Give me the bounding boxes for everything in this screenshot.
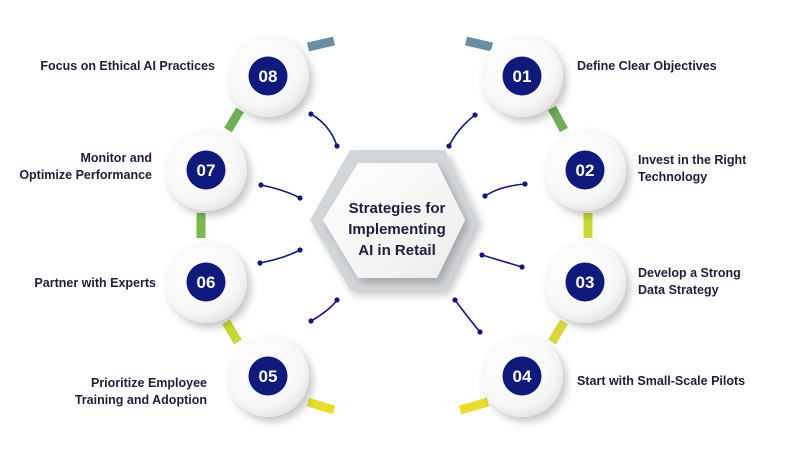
step-label-08: Focus on Ethical AI Practices	[40, 59, 215, 73]
step-circle: 06	[165, 241, 247, 323]
step-number-badge	[565, 262, 605, 302]
step-label-03: Develop a Strong	[638, 266, 741, 280]
link-line	[481, 254, 523, 268]
step-label-05: Training and Adoption	[75, 393, 207, 407]
link-line	[454, 299, 481, 333]
step-label-06: Partner with Experts	[34, 276, 156, 290]
step-number-badge	[186, 150, 226, 190]
step-label-01: Define Clear Objectives	[577, 59, 717, 73]
connector-bar	[548, 105, 568, 133]
center-hexagon: Strategies for Implementing AI in Retail	[310, 150, 478, 290]
step-circle: 05	[227, 335, 309, 417]
step-circle: 04	[481, 335, 563, 417]
step-circle: 01	[481, 35, 563, 117]
center-title-line: Strategies for	[349, 200, 446, 217]
step-circle: 07	[165, 129, 247, 211]
step-number-badge	[565, 150, 605, 190]
connector-bar	[458, 397, 490, 415]
step-number: 05	[259, 367, 278, 386]
step-label-07: Optimize Performance	[19, 168, 152, 182]
step-circle: 03	[544, 241, 626, 323]
step-number: 03	[576, 273, 595, 292]
step-circle: 02	[544, 129, 626, 211]
step-circle: 08	[227, 35, 309, 117]
connector-bar	[306, 36, 336, 52]
link-line	[448, 114, 476, 147]
link-line	[310, 113, 338, 147]
step-label-02: Invest in the Right	[638, 153, 747, 167]
step-number-badge	[502, 56, 542, 96]
step-label-05: Prioritize Employee	[91, 376, 207, 390]
link-line	[260, 184, 301, 199]
step-number: 06	[197, 273, 216, 292]
step-number: 07	[197, 161, 216, 180]
link-line	[310, 299, 338, 322]
connector-bar	[548, 319, 568, 345]
connector-bar	[224, 107, 244, 133]
connector-bar	[222, 319, 242, 345]
step-number: 04	[513, 367, 532, 386]
step-label-03: Data Strategy	[638, 283, 719, 297]
step-number: 01	[513, 67, 532, 86]
step-number: 08	[259, 67, 278, 86]
connector-bar	[306, 397, 336, 415]
connector-bars	[196, 36, 593, 415]
connector-bar	[464, 36, 494, 52]
step-number-badge	[502, 356, 542, 396]
step-label-04: Start with Small-Scale Pilots	[577, 374, 745, 388]
center-title-line: AI in Retail	[358, 242, 436, 259]
link-dots	[257, 111, 528, 335]
step-number-badge	[186, 262, 226, 302]
step-label-02: Technology	[638, 170, 707, 184]
link-line	[484, 183, 526, 197]
link-line	[259, 249, 301, 264]
step-number-badge	[248, 56, 288, 96]
step-label-07: Monitor and	[80, 151, 152, 165]
step-number: 02	[576, 161, 595, 180]
step-number-badge	[248, 356, 288, 396]
step-labels: Define Clear Objectives Invest in the Ri…	[19, 59, 747, 407]
center-title-line: Implementing	[348, 221, 446, 238]
